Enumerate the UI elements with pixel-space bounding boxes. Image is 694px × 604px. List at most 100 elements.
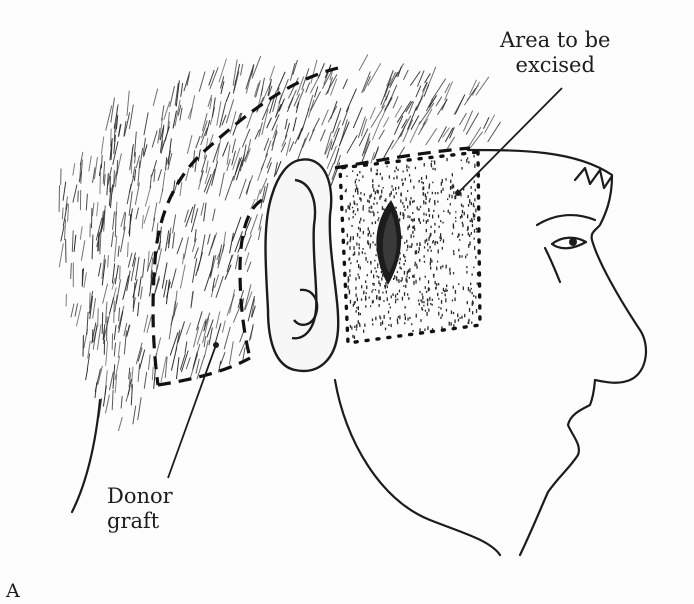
stipple-dot bbox=[455, 211, 456, 213]
stipple-dot bbox=[372, 323, 373, 325]
stipple-dot bbox=[415, 280, 416, 284]
stipple-dot bbox=[402, 297, 403, 301]
stipple-dot bbox=[403, 285, 404, 287]
stipple-dot bbox=[361, 298, 362, 301]
stipple-dot bbox=[348, 258, 349, 260]
stipple-dot bbox=[449, 322, 450, 326]
stipple-dot bbox=[365, 280, 366, 283]
stipple-dot bbox=[399, 262, 400, 264]
stipple-dot bbox=[375, 254, 376, 256]
stipple-dot bbox=[450, 186, 451, 190]
stipple-dot bbox=[398, 316, 399, 318]
stipple-dot bbox=[447, 290, 448, 292]
stipple-dot bbox=[357, 260, 358, 262]
stipple-dot bbox=[414, 200, 415, 202]
stipple-dot bbox=[359, 247, 360, 250]
stipple-dot bbox=[442, 222, 443, 224]
annotation-donor-graft: Donor graft bbox=[107, 484, 173, 534]
stipple-dot bbox=[370, 305, 371, 307]
stipple-dot bbox=[441, 292, 442, 294]
stipple-dot bbox=[359, 237, 360, 239]
stipple-dot bbox=[418, 209, 419, 211]
stipple-dot bbox=[423, 301, 424, 303]
stipple-dot bbox=[378, 281, 379, 285]
stipple-dot bbox=[393, 177, 394, 179]
stipple-dot bbox=[434, 230, 435, 233]
stipple-dot bbox=[409, 317, 410, 319]
stipple-dot bbox=[427, 219, 428, 222]
stipple-dot bbox=[411, 246, 412, 248]
stipple-dot bbox=[426, 214, 427, 216]
stipple-dot bbox=[353, 216, 354, 218]
stipple-dot bbox=[462, 210, 463, 213]
stipple-dot bbox=[366, 286, 367, 290]
stipple-dot bbox=[446, 158, 447, 161]
stipple-dot bbox=[380, 283, 381, 286]
stipple-dot bbox=[413, 186, 414, 189]
stipple-dot bbox=[369, 210, 370, 213]
stipple-dot bbox=[442, 188, 443, 191]
stipple-dot bbox=[359, 197, 360, 200]
stipple-dot bbox=[377, 169, 378, 171]
stipple-dot bbox=[445, 294, 446, 297]
stipple-dot bbox=[357, 233, 358, 237]
stipple-dot bbox=[370, 246, 371, 249]
stipple-dot bbox=[432, 192, 433, 194]
stipple-dot bbox=[429, 214, 430, 217]
stipple-dot bbox=[429, 297, 430, 301]
stipple-dot bbox=[349, 246, 350, 250]
stipple-dot bbox=[424, 261, 425, 263]
stipple-dot bbox=[409, 268, 410, 272]
stipple-dot bbox=[375, 191, 376, 194]
stipple-dot bbox=[370, 196, 371, 198]
stipple-dot bbox=[396, 176, 397, 180]
stipple-dot bbox=[372, 289, 373, 291]
stipple-dot bbox=[471, 186, 472, 189]
stipple-dot bbox=[372, 283, 373, 285]
stipple-dot bbox=[363, 220, 364, 222]
stipple-dot bbox=[347, 241, 348, 244]
stipple-dot bbox=[471, 232, 472, 235]
stipple-dot bbox=[360, 266, 361, 269]
stipple-dot bbox=[415, 262, 416, 264]
stipple-dot bbox=[420, 206, 421, 208]
stipple-dot bbox=[464, 314, 465, 317]
stipple-dot bbox=[455, 217, 456, 219]
stipple-dot bbox=[468, 232, 469, 235]
stipple-dot bbox=[356, 324, 357, 328]
stipple-dot bbox=[426, 239, 427, 242]
stipple-dot bbox=[406, 279, 407, 283]
stipple-dot bbox=[434, 161, 435, 165]
stipple-dot bbox=[432, 182, 433, 184]
stipple-dot bbox=[385, 328, 386, 331]
stipple-dot bbox=[426, 312, 427, 316]
stipple-dot bbox=[438, 312, 439, 316]
stipple-dot bbox=[406, 275, 407, 277]
stipple-dot bbox=[467, 214, 468, 218]
stipple-dot bbox=[354, 336, 355, 339]
stipple-dot bbox=[437, 192, 438, 194]
stipple-dot bbox=[471, 192, 472, 195]
stipple-dot bbox=[475, 209, 476, 213]
stipple-dot bbox=[419, 259, 420, 262]
stipple-dot bbox=[358, 312, 359, 315]
stipple-dot bbox=[473, 155, 474, 158]
stipple-dot bbox=[359, 276, 360, 279]
stipple-dot bbox=[422, 293, 423, 295]
stipple-dot bbox=[371, 291, 372, 293]
stipple-dot bbox=[450, 203, 451, 205]
stipple-dot bbox=[425, 310, 426, 312]
stipple-dot bbox=[410, 197, 411, 200]
stipple-dot bbox=[349, 206, 350, 210]
stipple-dot bbox=[382, 177, 383, 180]
stipple-dot bbox=[460, 216, 461, 219]
stipple-dot bbox=[354, 202, 355, 205]
stipple-dot bbox=[383, 208, 384, 210]
stipple-dot bbox=[419, 247, 420, 251]
stipple-dot bbox=[409, 174, 410, 176]
stipple-dot bbox=[360, 192, 361, 194]
stipple-dot bbox=[427, 243, 428, 246]
stipple-dot bbox=[356, 242, 357, 245]
stipple-dot bbox=[358, 227, 359, 230]
stipple-dot bbox=[458, 234, 459, 237]
